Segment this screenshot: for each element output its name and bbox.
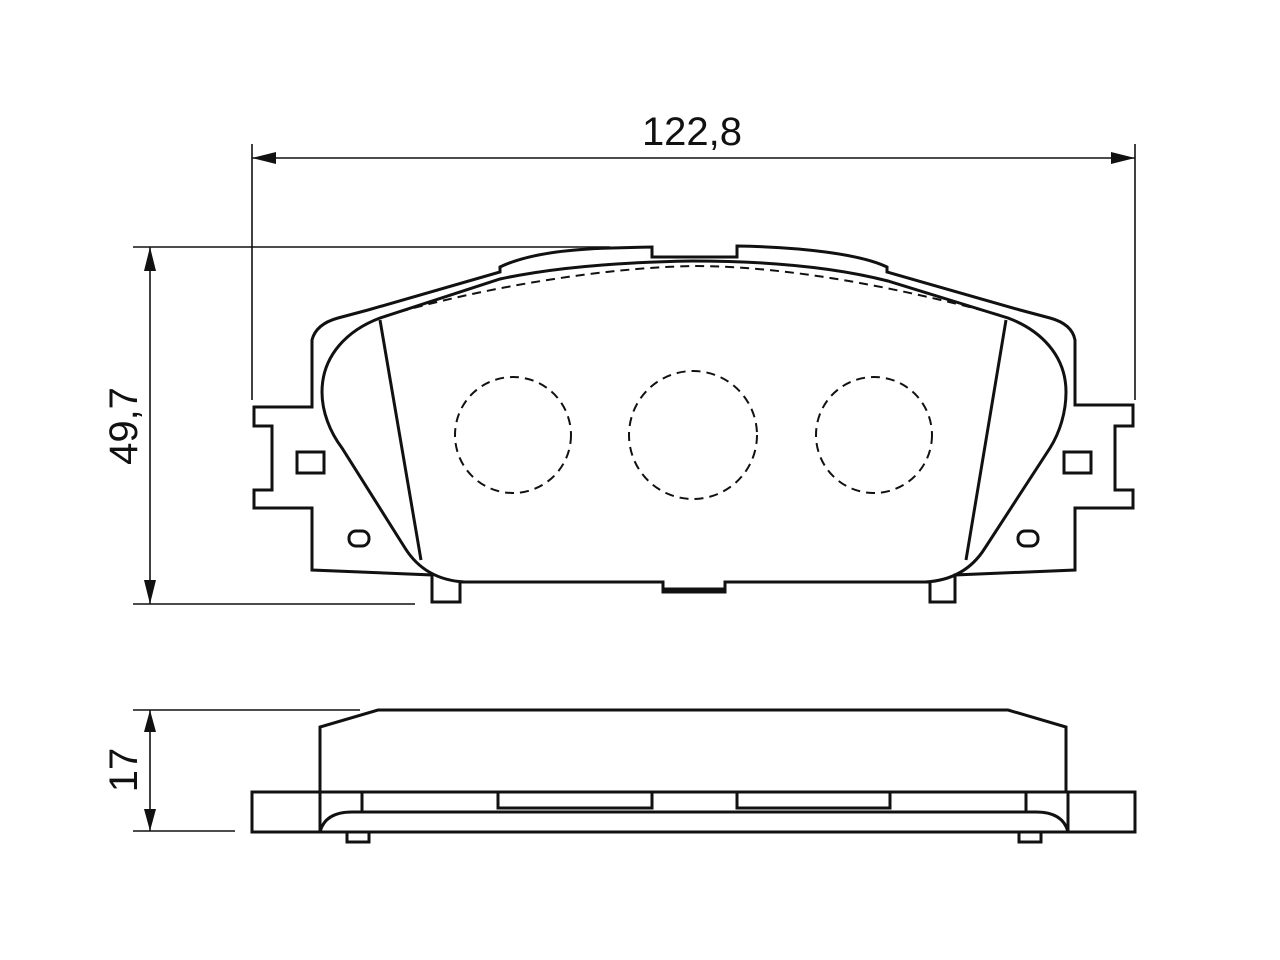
pad-side-view — [250, 708, 1137, 844]
thickness-arrow-bottom — [144, 809, 156, 831]
left-oval-hole — [347, 529, 371, 548]
width-arrow-right — [1111, 152, 1135, 164]
side-pin-left — [345, 830, 371, 844]
thickness-dimension-label: 17 — [102, 748, 146, 793]
width-dimension: 122,8 — [251, 110, 1136, 400]
thickness-arrow-top — [144, 710, 156, 732]
side-shim-segment-1 — [496, 792, 654, 810]
right-square-slot — [1062, 450, 1093, 475]
height-arrow-top — [144, 247, 156, 271]
right-chamfer-line — [964, 319, 1008, 561]
height-arrow-bottom — [144, 580, 156, 604]
thickness-dimension: 17 — [102, 709, 360, 832]
width-dimension-label: 122,8 — [642, 110, 742, 154]
side-pin-right — [1017, 830, 1043, 844]
side-friction-block — [318, 708, 1068, 792]
side-shim-segment-2 — [735, 792, 892, 810]
piston-circle-left — [454, 376, 572, 494]
height-dimension: 49,7 — [102, 246, 610, 605]
backing-plate-outline — [252, 244, 1135, 604]
pad-front-view — [252, 244, 1135, 604]
piston-circle-right — [815, 376, 933, 494]
side-backing-plate — [250, 790, 1137, 834]
friction-edge-dashed — [384, 264, 1005, 317]
left-square-slot — [295, 450, 326, 475]
height-dimension-label: 49,7 — [102, 387, 146, 465]
left-chamfer-line — [378, 319, 423, 561]
width-arrow-left — [252, 152, 276, 164]
side-inner-profile — [318, 810, 1070, 833]
friction-material-outline — [320, 259, 1068, 591]
right-oval-hole — [1016, 529, 1040, 548]
piston-circle-center — [628, 370, 758, 500]
